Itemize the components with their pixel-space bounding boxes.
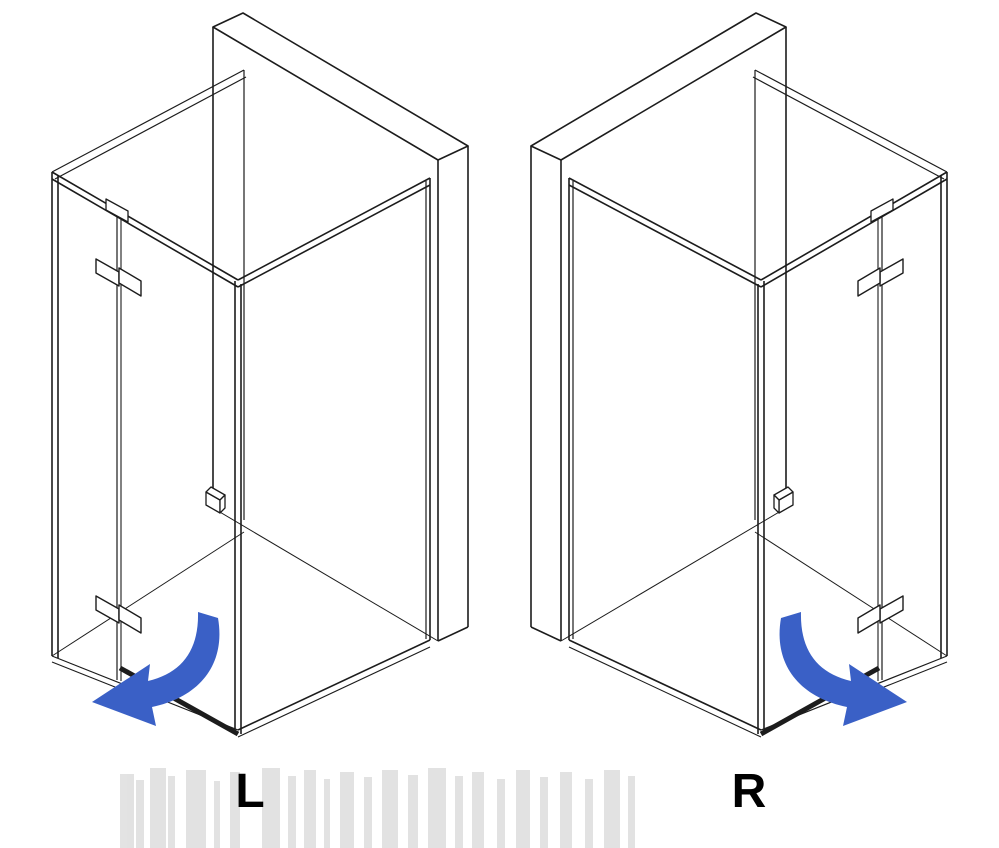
enclosure-drawing-right — [531, 13, 947, 737]
shower-enclosure-right-figure — [499, 0, 999, 770]
enclosure-drawing-left — [52, 13, 468, 737]
shower-enclosure-left-figure — [0, 0, 500, 770]
variant-label-right: R — [731, 765, 767, 818]
variant-label-left: L — [235, 765, 265, 818]
